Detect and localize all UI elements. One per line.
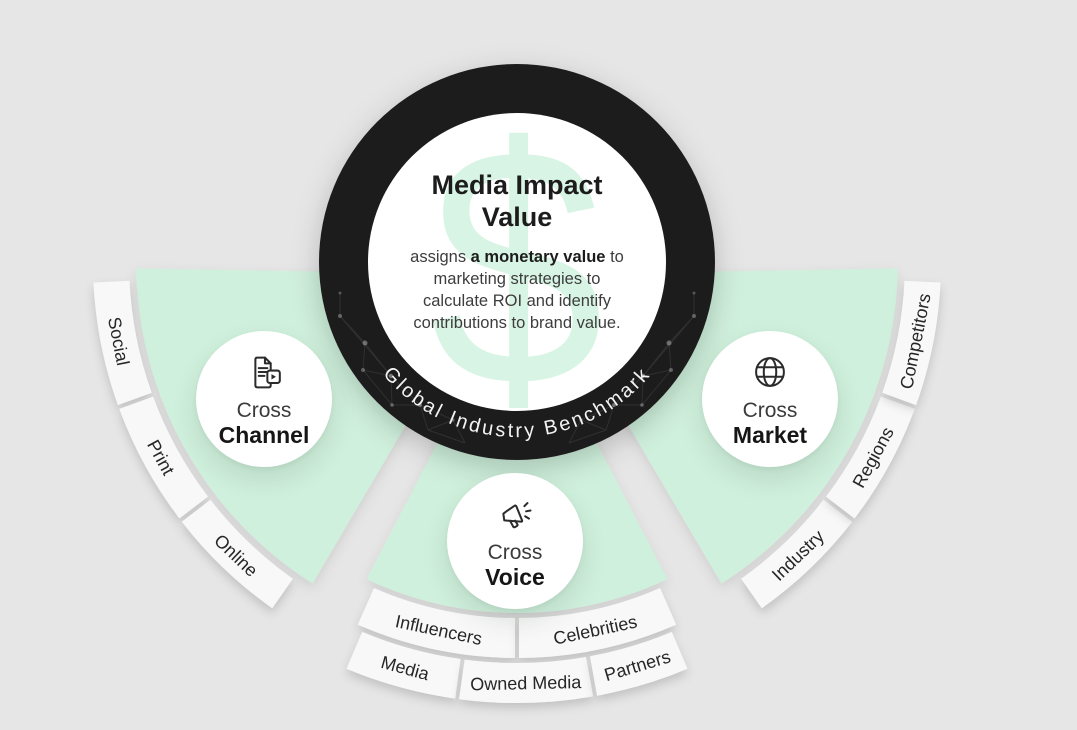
tile-influencers [357, 588, 515, 658]
center-description: assigns a monetary value to marketing st… [408, 247, 626, 335]
description-pre: assigns [410, 247, 471, 266]
tile-social [93, 280, 152, 406]
globe-icon [755, 357, 785, 388]
cross-channel-prefix: Cross [236, 399, 292, 423]
cross-market-name: Market [732, 422, 808, 449]
tile-regions [826, 396, 915, 519]
tile-print [119, 396, 208, 519]
document-media-icon [254, 356, 281, 389]
cross-voice-card: Cross Voice [447, 473, 583, 609]
cross-voice-name: Voice [485, 564, 545, 591]
tile-label-owned-media: Owned Media [470, 672, 582, 694]
tile-industry [741, 499, 853, 609]
tile-competitors [882, 280, 941, 406]
cross-channel-name: Channel [218, 422, 310, 449]
tile-celebrities [519, 588, 677, 658]
tile-online [181, 499, 293, 609]
center-title: Media Impact Value [431, 170, 603, 232]
description-post: to marketing strategies to calculate ROI… [413, 247, 624, 332]
tile-partners [590, 631, 688, 696]
tile-owned-media [459, 657, 594, 704]
cross-channel-card: Cross Channel [196, 331, 332, 467]
center-content: Media Impact Value assigns a monetary va… [397, 170, 637, 334]
megaphone-icon [502, 502, 532, 529]
cross-voice-prefix: Cross [487, 541, 543, 565]
cross-market-prefix: Cross [742, 399, 798, 423]
description-bold: a monetary value [470, 247, 606, 266]
dollar-watermark-icon: $ [430, 77, 604, 457]
center-circle [368, 113, 666, 411]
tile-media [346, 631, 461, 699]
plexus-decoration [338, 291, 696, 444]
cross-market-card: Cross Market [702, 331, 838, 467]
